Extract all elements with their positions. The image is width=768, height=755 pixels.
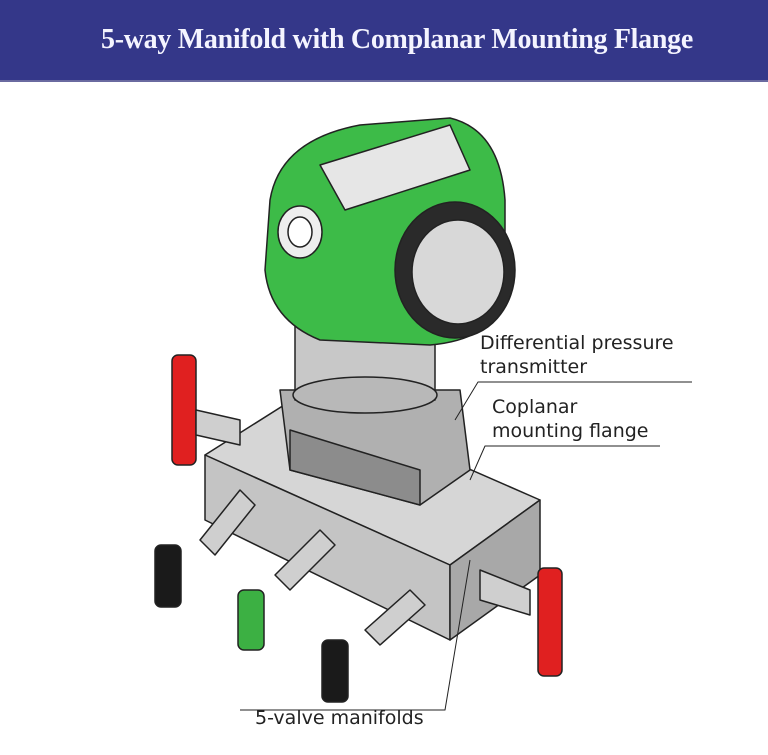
label-5-valve-manifolds: 5-valve manifolds <box>255 707 424 729</box>
label-line: mounting flange <box>492 420 649 442</box>
red-valve-left <box>171 354 241 466</box>
page-title: 5-way Manifold with Complanar Mounting F… <box>101 24 693 55</box>
label-coplanar-mounting-flange: Coplanar mounting flange <box>492 395 649 443</box>
label-line: Differential pressure <box>480 332 674 354</box>
title-banner: 5-way Manifold with Complanar Mounting F… <box>0 0 768 82</box>
transmitter-illustration <box>154 117 692 711</box>
transmitter-housing <box>264 117 516 346</box>
black-valve-1 <box>154 489 256 608</box>
green-valve <box>237 529 336 651</box>
red-valve-right <box>479 567 563 677</box>
label-differential-pressure-transmitter: Differential pressure transmitter <box>480 331 674 379</box>
leader-lines <box>240 381 692 711</box>
coplanar-flange <box>279 389 471 506</box>
label-line: transmitter <box>480 356 588 378</box>
black-valve-2 <box>321 589 426 703</box>
label-line: Coplanar <box>492 396 578 418</box>
